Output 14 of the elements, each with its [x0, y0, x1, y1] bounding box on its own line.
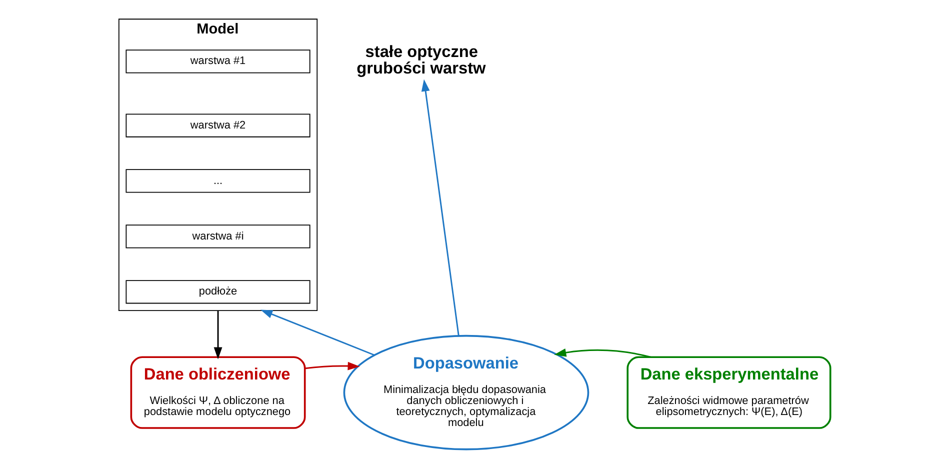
node-box: Dane obliczeniowe Wielkości Ψ, Δ obliczone na podstawie modelu optycznego	[130, 356, 306, 429]
node-box: Dane eksperymentalne Zależności widmowe parametrów elipsometrycznych: Ψ(E), Δ(E)	[626, 356, 832, 429]
node-text: stałe optyczne grubości warstw	[356, 43, 486, 78]
arrow	[260, 310, 375, 356]
node-box: warstwa #2	[126, 114, 310, 138]
arrow	[304, 362, 360, 370]
node-box: ...	[126, 169, 310, 193]
arrow	[421, 79, 460, 336]
node-box: warstwa #i	[126, 224, 310, 248]
node-box: warstwa #1	[126, 50, 310, 74]
arrow	[554, 348, 651, 358]
arrow	[214, 310, 222, 360]
node-ellipse: Dopasowanie Minimalizacja błędu dopasowania danych obliczeniowych i teoretycznych, optymalizacja modelu	[343, 334, 590, 450]
node-box: podłoże	[126, 280, 310, 304]
